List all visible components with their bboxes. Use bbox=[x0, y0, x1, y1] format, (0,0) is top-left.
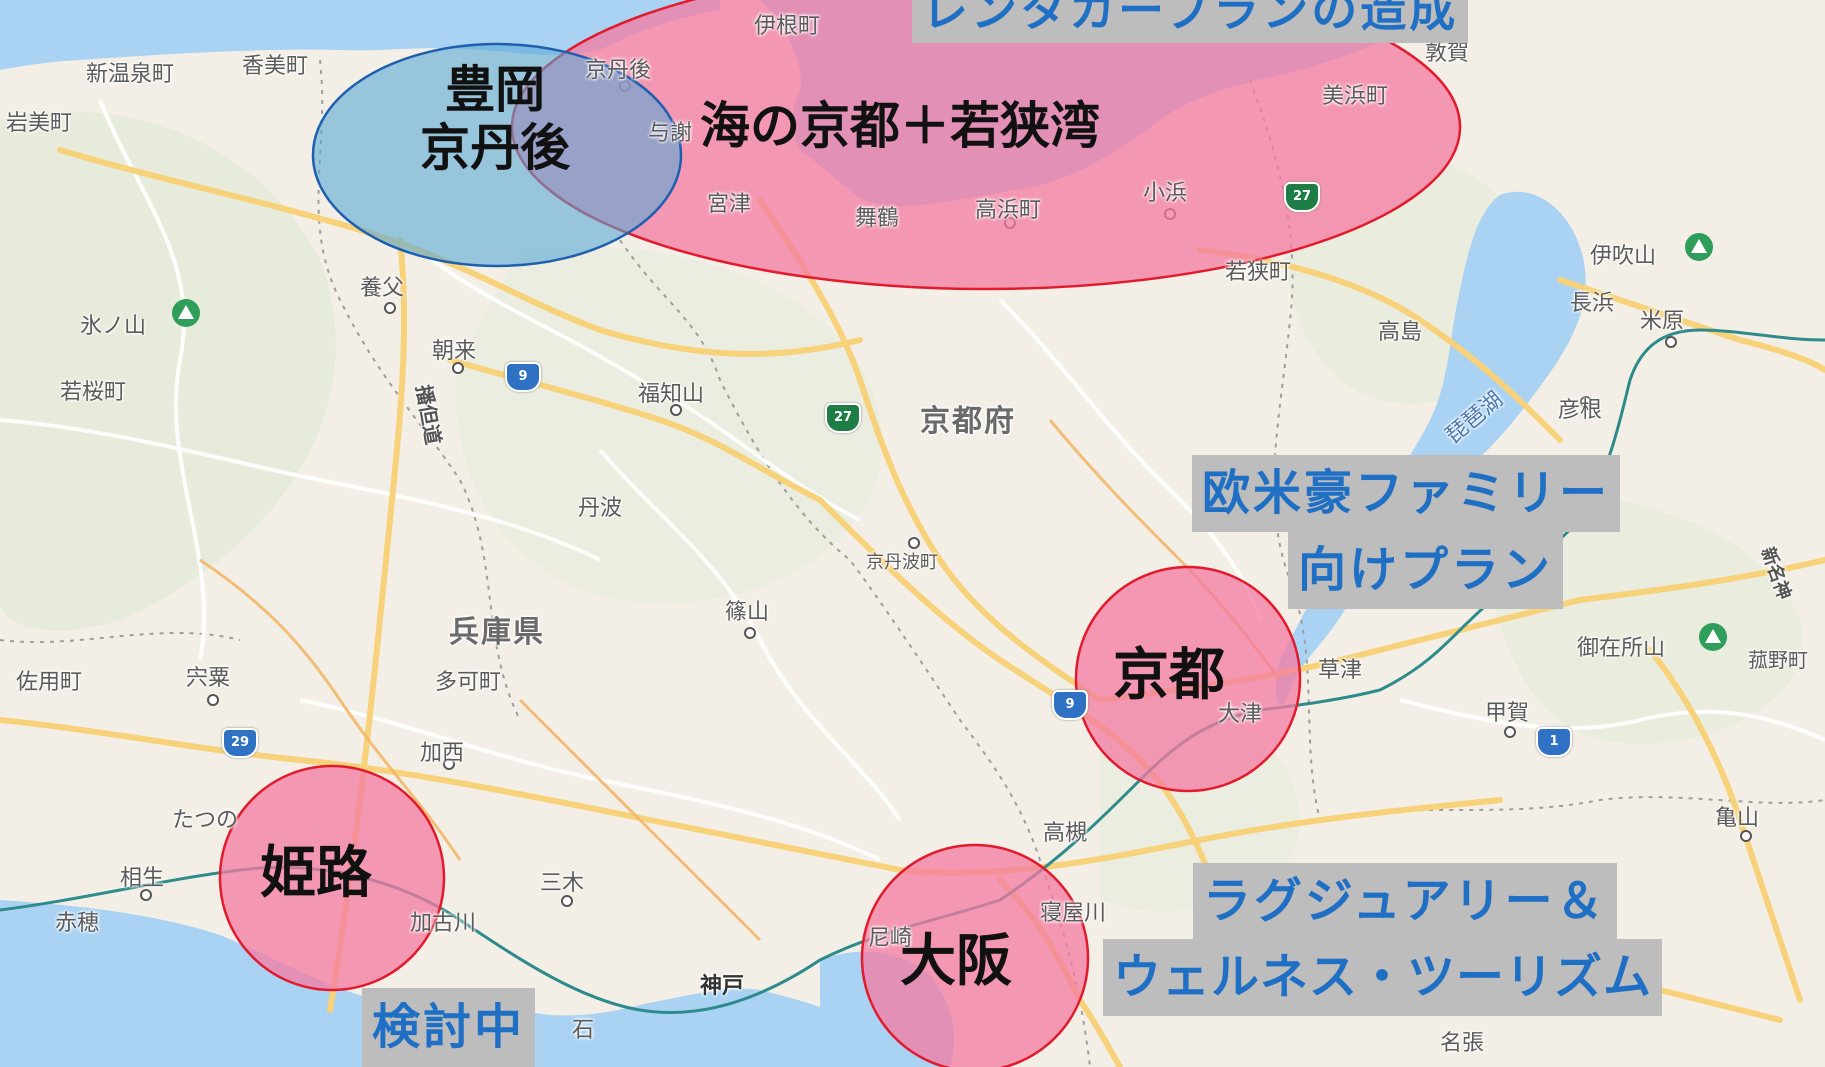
place-label: 寝屋川 bbox=[1040, 901, 1107, 926]
place-label: 長浜 bbox=[1570, 291, 1615, 316]
route-shield: 9 bbox=[1052, 690, 1088, 720]
place-label: 米原 bbox=[1640, 309, 1685, 334]
place-label: 小浜 bbox=[1143, 181, 1188, 206]
area-label-toyooka: 豊岡 京丹後 bbox=[420, 61, 570, 177]
plan-label-kento: 検討中 bbox=[362, 988, 536, 1067]
place-label: 与謝 bbox=[648, 121, 693, 146]
place-label: 赤穂 bbox=[55, 911, 100, 936]
area-label-kyoto: 京都 bbox=[1113, 643, 1225, 708]
place-label: 氷ノ山 bbox=[80, 314, 147, 339]
place-label: 彦根 bbox=[1558, 398, 1603, 423]
place-label: 伊吹山 bbox=[1590, 244, 1657, 269]
place-label: 名張 bbox=[1440, 1031, 1485, 1056]
plan-label-family-2: 向けプラン bbox=[1288, 532, 1564, 609]
area-label-umi-no-kyoto: 海の京都＋若狭湾 bbox=[700, 97, 1100, 155]
circle-osaka bbox=[860, 843, 1090, 1067]
place-label: 京丹後 bbox=[585, 58, 652, 83]
place-label: 岩美町 bbox=[6, 111, 73, 136]
place-label: 京丹波町 bbox=[866, 552, 938, 573]
place-label: 多可町 bbox=[435, 670, 502, 695]
place-label: 朝来 bbox=[432, 339, 477, 364]
place-label: 養父 bbox=[360, 276, 405, 301]
plan-label-rentacar: レンタカープランの造成 bbox=[912, 0, 1469, 43]
place-label: 甲賀 bbox=[1485, 701, 1530, 726]
prefecture-label: 京都府 bbox=[920, 404, 1016, 439]
place-label: 美浜町 bbox=[1322, 84, 1389, 109]
prefecture-label: 兵庫県 bbox=[449, 615, 545, 650]
place-label: 加西 bbox=[420, 741, 465, 766]
place-label: 福知山 bbox=[638, 382, 705, 407]
place-label: 加古川 bbox=[410, 911, 477, 936]
place-label: 若狭町 bbox=[1225, 260, 1292, 285]
place-label: 高島 bbox=[1378, 320, 1423, 345]
place-label: 三木 bbox=[540, 871, 585, 896]
route-shield: 1 bbox=[1536, 727, 1572, 757]
place-label: 佐用町 bbox=[16, 670, 83, 695]
route-shield: 27 bbox=[1284, 182, 1320, 212]
place-label: 丹波 bbox=[578, 496, 623, 521]
plan-label-family: 欧米豪ファミリー bbox=[1192, 455, 1621, 532]
place-label: 敦賀 bbox=[1425, 41, 1470, 66]
area-label-himeji: 姫路 bbox=[260, 841, 372, 906]
place-label: 宍粟 bbox=[186, 666, 231, 691]
place-label: 高浜町 bbox=[975, 198, 1042, 223]
place-label: 草津 bbox=[1318, 658, 1363, 683]
place-label: 高槻 bbox=[1043, 821, 1088, 846]
plan-label-luxury: ラグジュアリー＆ bbox=[1193, 863, 1617, 939]
place-label: 伊根町 bbox=[754, 14, 821, 39]
plan-label-wellness: ウェルネス・ツーリズム bbox=[1103, 939, 1663, 1016]
circle-kyoto bbox=[1074, 565, 1302, 793]
place-label: 新温泉町 bbox=[86, 62, 175, 87]
place-label: 石 bbox=[572, 1018, 595, 1043]
area-label-osaka: 大阪 bbox=[900, 929, 1012, 994]
place-label: 舞鶴 bbox=[855, 206, 900, 231]
circle-himeji bbox=[218, 764, 446, 992]
place-label: たつの bbox=[172, 808, 239, 833]
place-label: 篠山 bbox=[725, 600, 770, 625]
place-label: 尼崎 bbox=[868, 926, 913, 951]
place-label: 御在所山 bbox=[1577, 636, 1666, 661]
place-label: 神戸 bbox=[700, 974, 745, 999]
place-label: 香美町 bbox=[242, 54, 309, 79]
place-label: 宮津 bbox=[707, 192, 752, 217]
place-label: 亀山 bbox=[1715, 806, 1760, 831]
place-label: 若桜町 bbox=[60, 380, 127, 405]
route-shield: 9 bbox=[505, 362, 541, 392]
circle-toyooka bbox=[311, 42, 683, 268]
place-label: 大津 bbox=[1218, 702, 1263, 727]
place-label: 相生 bbox=[120, 866, 165, 891]
route-shield: 27 bbox=[825, 403, 861, 433]
route-shield: 29 bbox=[222, 728, 258, 758]
place-label: 菰野町 bbox=[1748, 648, 1808, 672]
